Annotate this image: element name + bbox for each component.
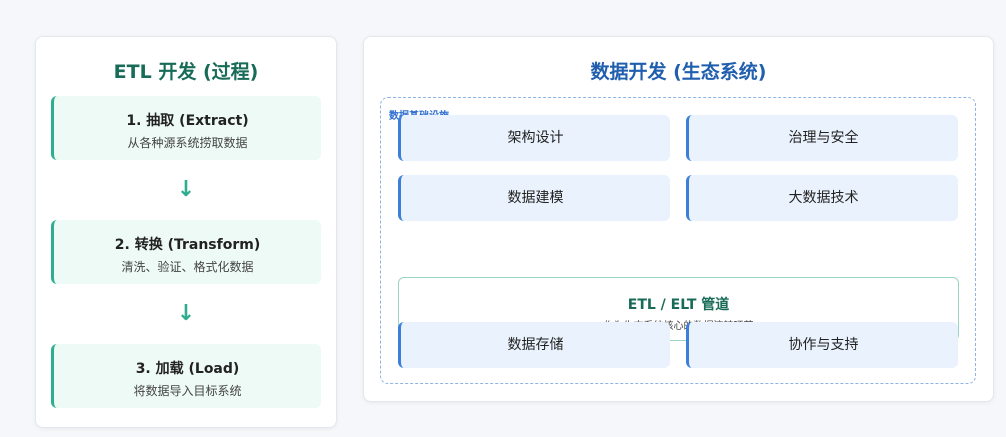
tile-governance-security: 治理与安全 (686, 115, 958, 161)
step-extract: 1. 抽取 (Extract) 从各种源系统捞取数据 (51, 96, 321, 160)
step-transform-title: 2. 转换 (Transform) (114, 237, 261, 253)
step-extract-desc: 从各种源系统捞取数据 (127, 136, 248, 150)
pipeline-desc: 作为生态系统核心的数据流转环节 (603, 321, 754, 332)
tile-big-data-tech: 大数据技术 (686, 175, 958, 221)
step-load: 3. 加载 (Load) 将数据导入目标系统 (51, 344, 321, 408)
step-extract-title: 1. 抽取 (Extract) (126, 113, 249, 129)
step-transform-desc: 清洗、验证、格式化数据 (121, 260, 254, 274)
pipeline-title: ETL / ELT 管道 (627, 297, 730, 313)
step-load-desc: 将数据导入目标系统 (133, 384, 242, 398)
tile-collaboration-support: 协作与支持 (686, 322, 958, 368)
tile-data-modeling: 数据建模 (398, 175, 670, 221)
down-arrow-icon: ↓ (176, 177, 196, 202)
etl-process-card: ETL 开发 (过程) 1. 抽取 (Extract) 从各种源系统捞取数据 ↓… (35, 36, 337, 428)
step-load-title: 3. 加载 (Load) (135, 361, 240, 377)
tile-data-storage: 数据存储 (398, 322, 670, 368)
step-transform: 2. 转换 (Transform) 清洗、验证、格式化数据 (51, 220, 321, 284)
data-dev-title: 数据开发 (生态系统) (590, 61, 767, 83)
data-infrastructure-container: 数据基础设施 架构设计 治理与安全 数据建模 大数据技术 ETL / ELT 管… (380, 97, 976, 384)
tile-architecture-design: 架构设计 (398, 115, 670, 161)
data-dev-ecosystem-card: 数据开发 (生态系统) 数据基础设施 架构设计 治理与安全 数据建模 大数据技术… (363, 36, 994, 402)
etl-title: ETL 开发 (过程) (113, 61, 259, 83)
down-arrow-icon: ↓ (176, 301, 196, 326)
